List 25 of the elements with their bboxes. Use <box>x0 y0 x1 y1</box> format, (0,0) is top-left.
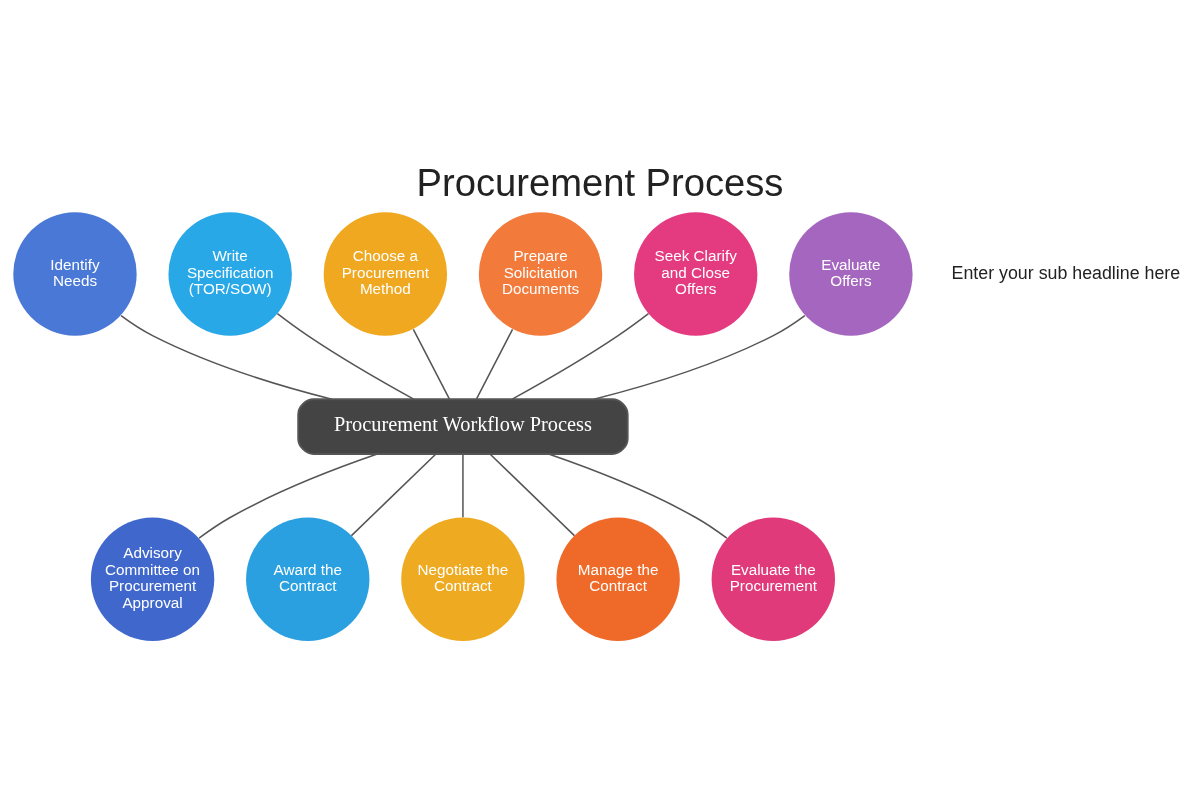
connector <box>276 312 415 400</box>
node-circle: Write Specification (TOR/SOW) <box>168 211 292 336</box>
node-circle: Negotiate the Contract <box>401 517 525 641</box>
connector <box>198 452 379 539</box>
label: Enter your sub headline here <box>951 262 1181 283</box>
connector <box>475 328 514 400</box>
node-circle: Seek Clarify and Close Offers <box>634 211 758 336</box>
connector <box>511 312 650 400</box>
node-circle: Evaluate Offers <box>789 211 913 336</box>
connector <box>350 452 437 536</box>
connector <box>120 314 333 400</box>
node-circle: Award the Contract <box>246 517 370 641</box>
connector <box>593 314 806 400</box>
node-circle: Identify Needs <box>13 211 137 336</box>
node-circle: Evaluate the Procurement <box>711 517 835 641</box>
connector <box>489 452 576 536</box>
connector <box>412 328 451 400</box>
diagram-title: Procurement Process <box>416 160 784 204</box>
node-circle: Manage the Contract <box>556 517 680 641</box>
node-box: Procurement Workflow Process <box>297 397 629 455</box>
node-circle: Advisory Committee on Procurement Approval <box>90 517 215 641</box>
connector <box>462 452 464 518</box>
connector <box>547 452 728 539</box>
node-circle: Choose a Procurement Method <box>323 211 448 336</box>
node-circle: Prepare Solicitation Documents <box>478 211 603 336</box>
